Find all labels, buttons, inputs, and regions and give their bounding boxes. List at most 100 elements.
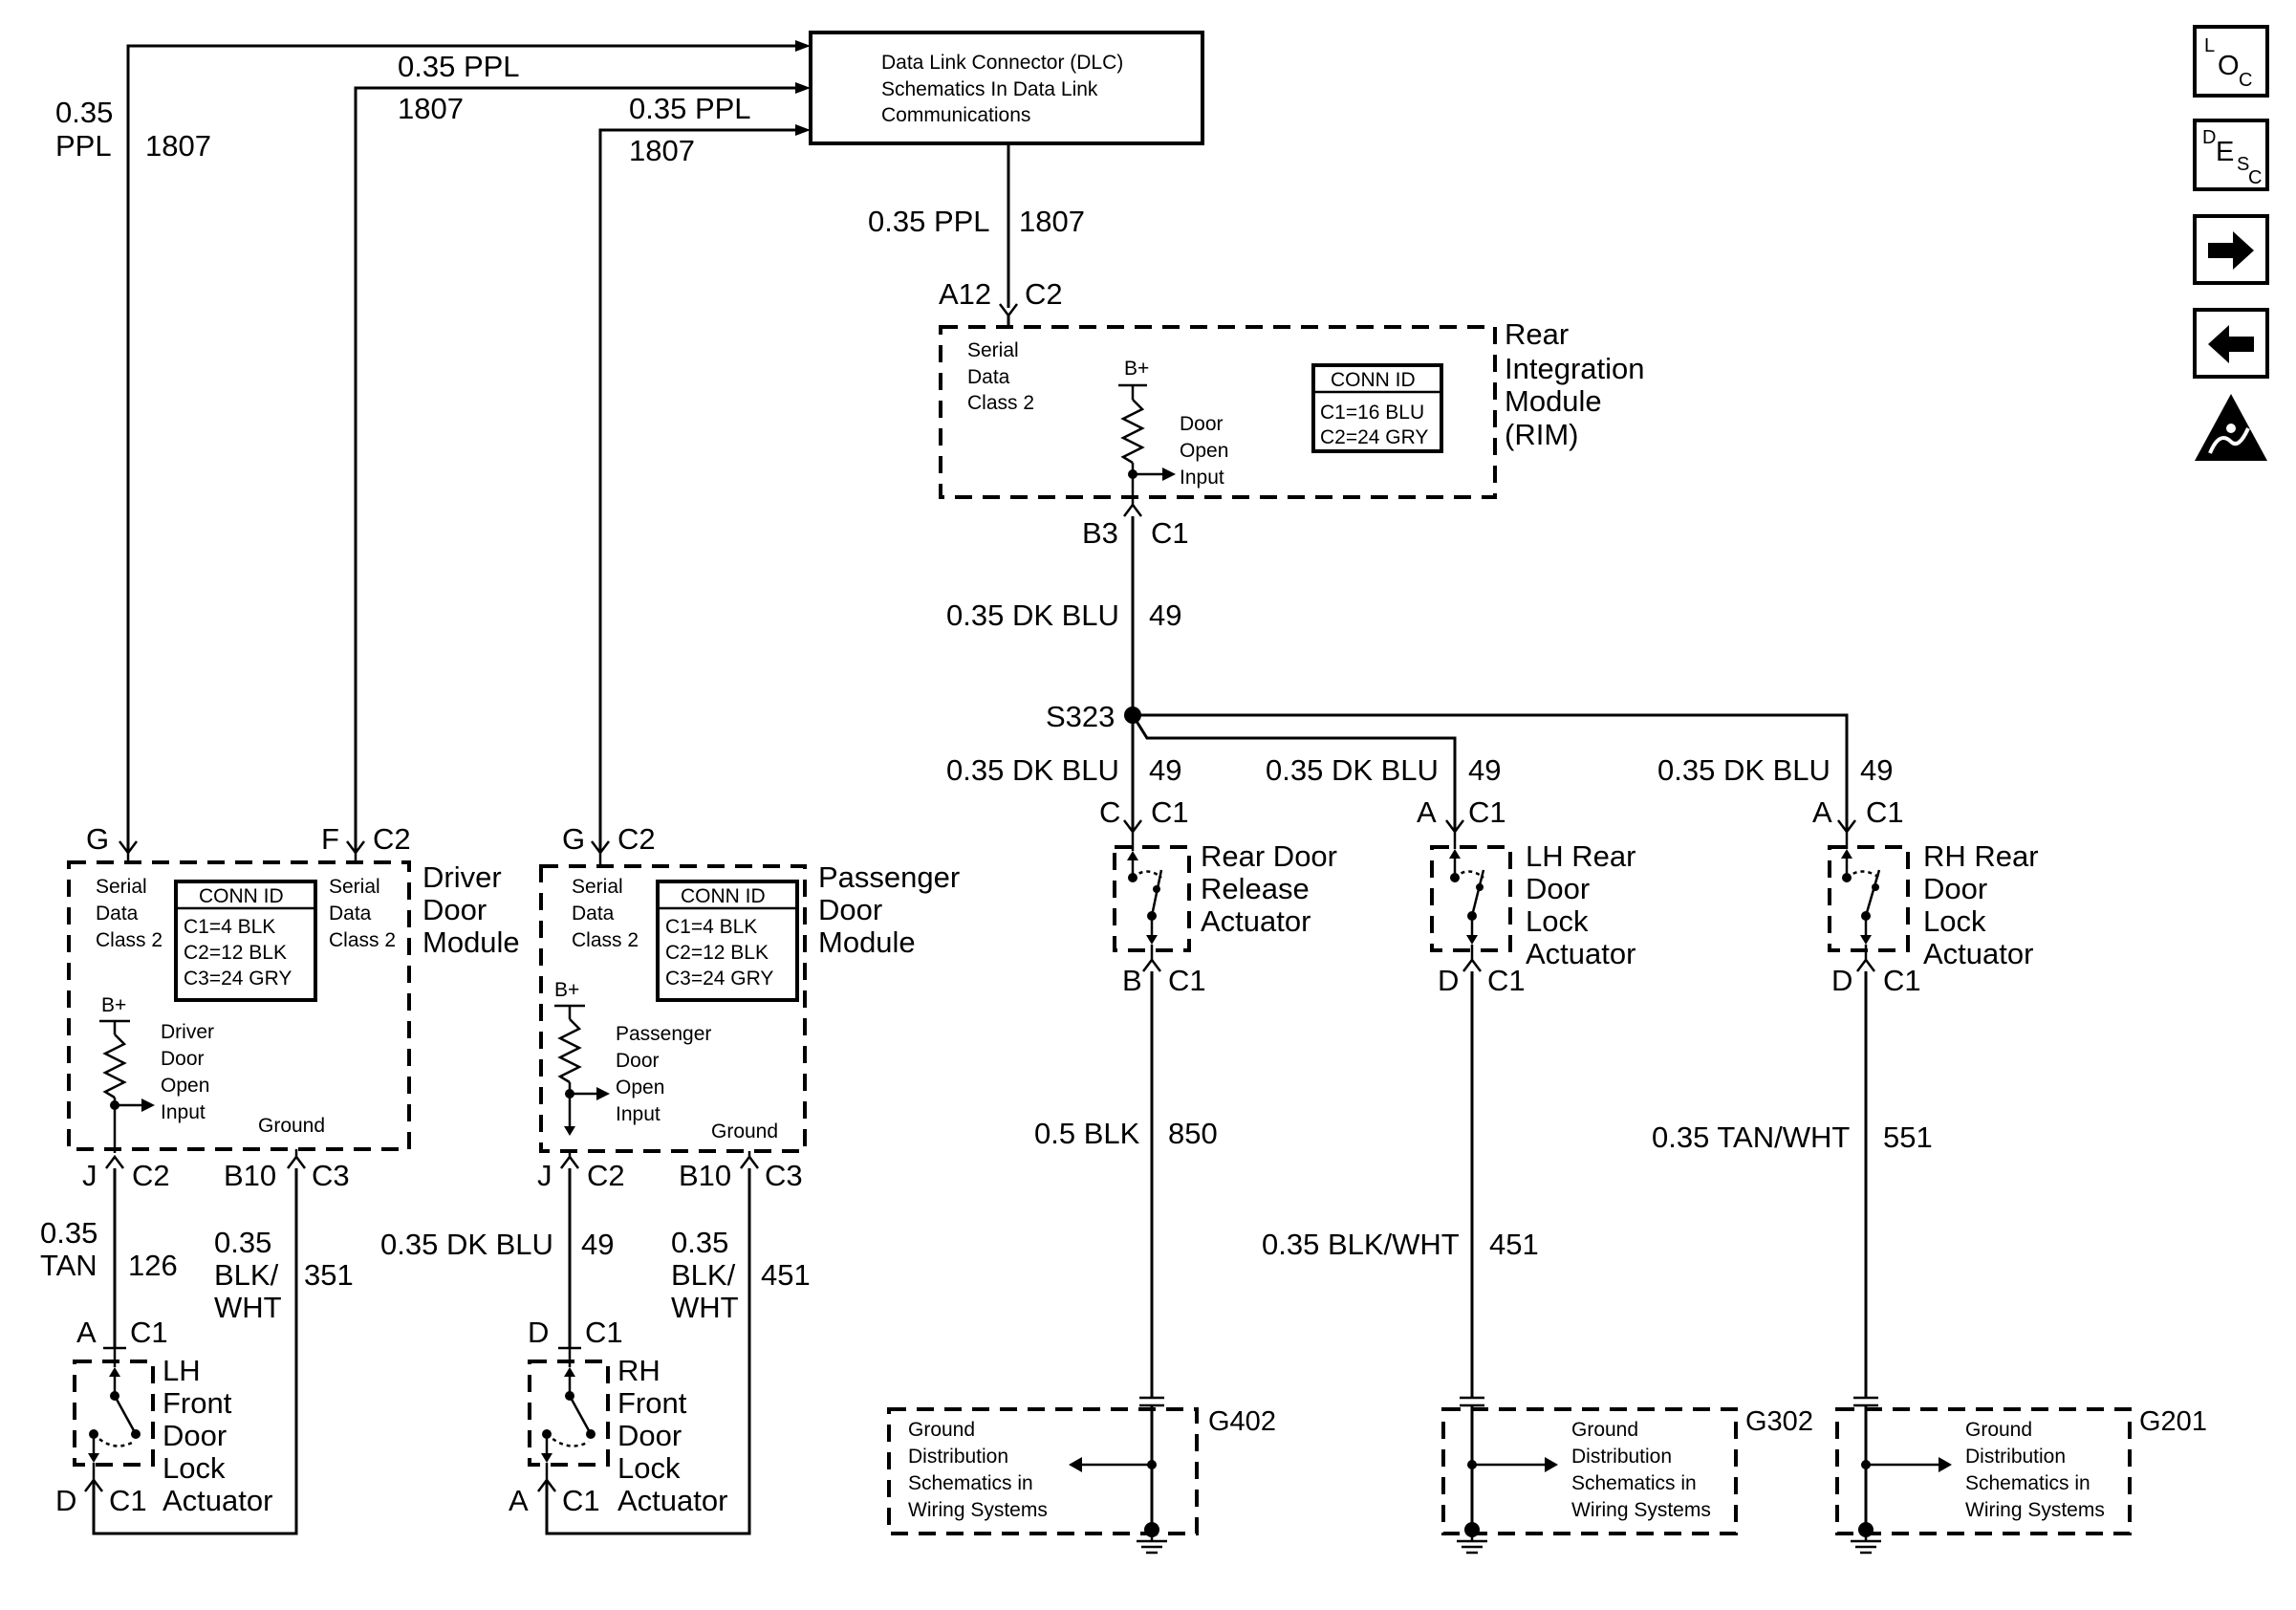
rim-conn-title: CONN ID (1331, 369, 1416, 391)
lhf-pin-top-conn: C1 (130, 1316, 168, 1349)
lhr-pin-bot: D (1438, 964, 1459, 997)
lhf-pin-bot-conn: C1 (109, 1484, 147, 1517)
g201-line-4: Wiring Systems (1965, 1499, 2105, 1521)
pdm-input-4: Input (616, 1103, 661, 1125)
rr-name-3: Actuator (1201, 904, 1310, 938)
pdm-name-3: Module (818, 925, 916, 959)
g402-id: G402 (1208, 1406, 1276, 1437)
ddm-serial-l-3: Class 2 (96, 929, 162, 951)
br3-gauge: 0.35 DK BLU (1657, 753, 1830, 787)
ddm-j-gauge-b: TAN (40, 1249, 97, 1282)
g201-line-2: Distribution (1965, 1446, 2066, 1468)
pdm-b10-gauge-c: WHT (671, 1291, 739, 1324)
pdm-name-1: Passenger (818, 860, 960, 894)
back-arrow-icon[interactable] (2193, 308, 2269, 379)
pdm-input-1: Passenger (616, 1023, 711, 1045)
rim-name-3: Module (1505, 384, 1602, 418)
pdm-serial-1: Serial (572, 876, 623, 898)
rhf-name-3: Door (617, 1419, 682, 1452)
rhf-name-2: Front (617, 1386, 687, 1420)
br1-gauge: 0.35 DK BLU (946, 753, 1119, 787)
desc-b: E (2216, 137, 2234, 167)
far-left-circuit: 1807 (145, 129, 211, 163)
passenger-door-module: G C2 Serial Data Class 2 CONN ID C1=4 BL… (537, 822, 960, 1192)
ddm-j-circuit: 126 (128, 1249, 178, 1282)
rh-front-door-lock-actuator: D C1 A C1 RH Front Door Lock Actuator (509, 1316, 727, 1517)
rim-pin-b3: B3 (1082, 516, 1118, 550)
rhr-pin-top-conn: C1 (1866, 795, 1904, 829)
pdm-serial-3: Class 2 (572, 929, 639, 951)
ddm-pin-f-conn: C2 (373, 822, 411, 856)
rr-name-2: Release (1201, 872, 1310, 905)
rr-pin-top-conn: C1 (1151, 795, 1189, 829)
driver-door-module: G F C2 Serial Data Class 2 Serial Data C… (67, 822, 520, 1192)
lhr-gnd-circuit: 451 (1489, 1228, 1539, 1261)
rr-name-1: Rear Door (1201, 839, 1337, 873)
rr-gnd-circuit: 850 (1168, 1117, 1218, 1150)
g402-line-3: Schematics in (908, 1472, 1033, 1494)
g402-line-1: Ground (908, 1419, 975, 1441)
ddm-ground: Ground (258, 1115, 325, 1137)
rr-pin-bot-conn: C1 (1168, 964, 1206, 997)
rr-pin-bot: B (1122, 964, 1142, 997)
desc-d: C (2248, 167, 2262, 188)
dlc-line-3: Communications (881, 104, 1030, 126)
w2-gauge: 0.35 PPL (398, 50, 520, 83)
rim-conn-1: C1=16 BLU (1320, 402, 1424, 424)
ppl-wires (126, 44, 1010, 851)
g302-line-1: Ground (1571, 1419, 1638, 1441)
dlc-line-2: Schematics In Data Link (881, 78, 1098, 100)
loc-c: C (2239, 70, 2252, 91)
pdm-pin-b10-conn: C3 (765, 1159, 803, 1192)
lhr-name-3: Lock (1526, 904, 1589, 938)
w3-gauge: 0.35 PPL (629, 92, 751, 125)
pdm-pin-j-conn: C2 (587, 1159, 625, 1192)
w4-circuit: 1807 (1019, 205, 1085, 238)
esd-warning-icon (2195, 394, 2267, 461)
rim-out-circuit: 49 (1149, 598, 1181, 632)
lhr-name-4: Actuator (1526, 937, 1635, 970)
ddm-input-2: Door (161, 1048, 205, 1070)
ground-g302: G302 Ground Distribution Schematics in W… (1441, 1396, 1813, 1555)
rr-pin-top: C (1099, 795, 1120, 829)
ddm-pin-j: J (82, 1159, 97, 1192)
ground-g201: G201 Ground Distribution Schematics in W… (1835, 1396, 2207, 1555)
pdm-conn-3: C3=24 GRY (665, 968, 773, 990)
loc-a: L (2204, 35, 2215, 56)
pdm-b10-gauge-b: BLK/ (671, 1258, 736, 1292)
pdm-j-gauge: 0.35 DK BLU (380, 1228, 553, 1261)
ddm-serial-r-1: Serial (329, 876, 380, 898)
ddm-conn-3: C3=24 GRY (184, 968, 292, 990)
lhf-pin-bot: D (55, 1484, 76, 1517)
pdm-conn-2: C2=12 BLK (665, 942, 769, 964)
rim-name-2: Integration (1505, 352, 1645, 385)
rim-serial-3: Class 2 (967, 392, 1034, 414)
rhr-gnd-circuit: 551 (1883, 1120, 1933, 1154)
g201-line-3: Schematics in (1965, 1472, 2090, 1494)
rhf-pin-bot: A (509, 1484, 529, 1517)
ddm-name-3: Module (422, 925, 520, 959)
rhf-name-1: RH (617, 1354, 661, 1387)
ground-g402: G402 Ground Distribution Schematics in W… (887, 1396, 1276, 1555)
rim-serial-2: Data (967, 366, 1010, 388)
next-arrow-icon[interactable] (2193, 214, 2269, 285)
ddm-conn-1: C1=4 BLK (184, 916, 275, 938)
ddm-bplus: B+ (101, 994, 126, 1016)
ddm-serial-r-3: Class 2 (329, 929, 396, 951)
rh-rear-door-lock-actuator: A C1 D C1 RH Rear Door Lock Actuator (1812, 795, 2039, 997)
rhr-pin-top: A (1812, 795, 1832, 829)
rim-bplus: B+ (1124, 358, 1149, 380)
desc-icon[interactable]: D E S C (2193, 119, 2269, 191)
lhf-name-5: Actuator (162, 1484, 272, 1517)
rhf-pin-top-conn: C1 (585, 1316, 623, 1349)
pdm-serial-2: Data (572, 903, 615, 925)
loc-icon[interactable]: L O C (2193, 25, 2269, 98)
lh-front-door-lock-actuator: A C1 D C1 LH Front Door Lock Actuator (55, 1316, 272, 1517)
lhf-name-4: Lock (162, 1451, 226, 1485)
ddm-pin-j-conn: C2 (132, 1159, 170, 1192)
ddm-b10-gauge-c: WHT (214, 1291, 282, 1324)
pdm-conn-title: CONN ID (681, 885, 766, 907)
ddm-conn-title: CONN ID (199, 885, 284, 907)
g402-line-2: Distribution (908, 1446, 1008, 1468)
